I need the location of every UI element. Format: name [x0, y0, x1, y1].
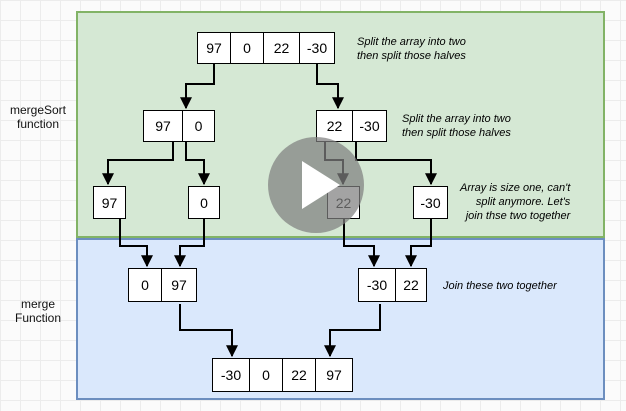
array-cell: 22 [263, 32, 300, 64]
array-cell: 22 [282, 358, 316, 392]
arrow [179, 304, 238, 358]
merge-note: Join these two together [443, 280, 557, 292]
array-cell: -30 [413, 186, 448, 219]
arrow [174, 219, 205, 268]
arrow [405, 219, 432, 268]
note-line: then split those halves [402, 127, 511, 139]
arrow [119, 219, 153, 268]
merge-label: merge Function [8, 297, 68, 325]
array-cell: 0 [188, 186, 220, 219]
note-line: then split those halves [357, 50, 466, 62]
arrow [355, 142, 437, 186]
note-line: join thse two together [465, 210, 571, 222]
arrow [180, 64, 215, 110]
split-note-2: Split the array into two then split thos… [402, 112, 511, 140]
arrow [185, 142, 210, 186]
array-cell: 0 [182, 110, 215, 142]
merge-label-line2: Function [14, 311, 62, 325]
base-case-note: Array is size one, can't split anymore. … [460, 181, 570, 223]
array-cell: 0 [128, 268, 162, 302]
array-cell: 22 [395, 268, 427, 302]
array-cell: 97 [315, 358, 353, 392]
array-cell: -30 [212, 358, 250, 392]
arrow [316, 64, 344, 110]
array-cell: 97 [93, 186, 126, 219]
note-line: Split the array into two [402, 113, 511, 125]
note-line: split anymore. Let's [475, 196, 571, 208]
array-cell: 97 [161, 268, 197, 302]
arrow [324, 304, 381, 358]
array-cell: -30 [352, 110, 387, 142]
array-cell: 97 [143, 110, 183, 142]
array-cell: 97 [197, 32, 231, 64]
array-cell: 0 [249, 358, 283, 392]
merge-sort-label-line2: function [16, 117, 60, 131]
merge-sort-label: mergeSort function [8, 103, 68, 131]
arrow [102, 142, 174, 186]
note-line: Array is size one, can't [460, 182, 571, 194]
split-note-1: Split the array into two then split thos… [357, 35, 466, 63]
array-cell: 0 [230, 32, 264, 64]
note-line: Split the array into two [357, 36, 466, 48]
arrow [343, 219, 380, 268]
merge-sort-label-line1: mergeSort [9, 103, 67, 117]
array-cell: -30 [299, 32, 335, 64]
play-icon [302, 161, 340, 209]
merge-label-line1: merge [20, 297, 55, 311]
